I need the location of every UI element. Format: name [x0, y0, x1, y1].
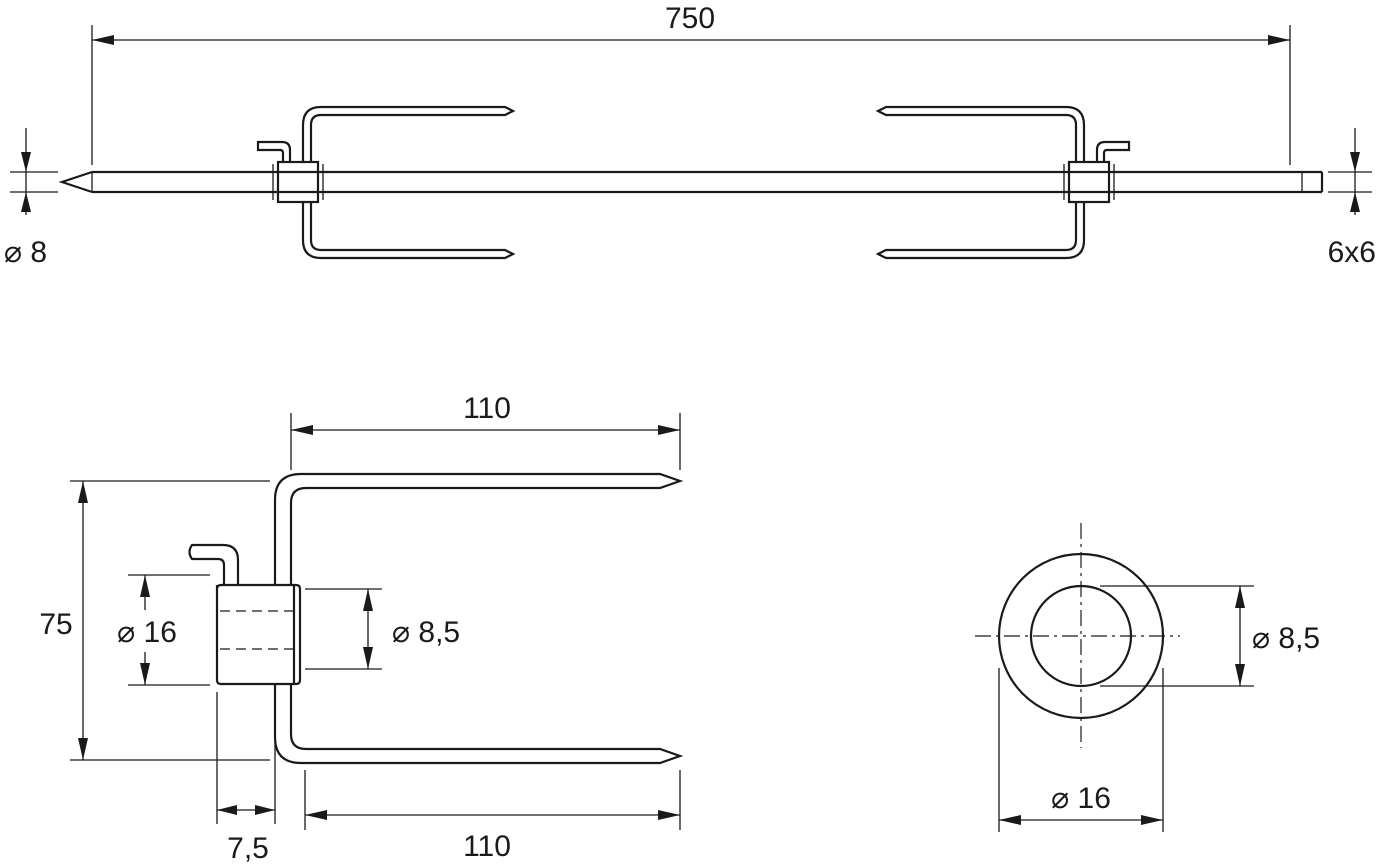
dimension-fork-length-top-label: 110	[463, 392, 511, 425]
dimension-spit-diameter-label: ⌀ 8	[4, 236, 47, 269]
dimension-collar-width-label: 7,5	[227, 832, 269, 865]
dimension-collar-width: 7,5	[216, 692, 276, 865]
dimension-fork-length-top: 110	[290, 392, 681, 470]
spit-rod	[58, 170, 1324, 194]
dimension-ring-bore: ⌀ 8,5	[1100, 585, 1320, 687]
dimension-ring-outer-label: ⌀ 16	[1051, 782, 1111, 815]
dimension-fork-length-bottom: 110	[304, 770, 681, 863]
dimension-spit-diameter: ⌀ 8	[4, 128, 58, 269]
ring-outer-circle	[997, 552, 1165, 720]
fork-tines	[188, 472, 684, 765]
dimension-collar-bore: ⌀ 8,5	[305, 588, 460, 670]
fork-detail-view: 110 75 ⌀ 16 ⌀ 8,5	[39, 392, 684, 865]
dimension-square-end: 6x6	[1328, 128, 1376, 269]
dimension-collar-bore-label: ⌀ 8,5	[392, 616, 460, 649]
dimension-ring-outer: ⌀ 16	[998, 668, 1164, 832]
dimension-square-end-label: 6x6	[1328, 236, 1376, 269]
dimension-collar-outer-label: ⌀ 16	[117, 616, 177, 649]
right-fork	[875, 105, 1131, 260]
dimension-collar-outer: ⌀ 16	[117, 574, 210, 686]
left-fork	[256, 105, 516, 260]
dimension-ring-bore-label: ⌀ 8,5	[1252, 622, 1320, 655]
dimension-750-label: 750	[665, 2, 715, 35]
dimension-fork-height-label: 75	[39, 608, 72, 641]
dimension-fork-length-bottom-label: 110	[463, 830, 511, 863]
spit-assembly-view: 750 ⌀ 8 6x6	[4, 2, 1376, 269]
dimension-fork-height: 75	[39, 480, 270, 761]
dimension-750: 750	[91, 2, 1291, 165]
collar-ring-view: ⌀ 8,5 ⌀ 16	[975, 523, 1320, 832]
fork-collar	[215, 583, 302, 686]
